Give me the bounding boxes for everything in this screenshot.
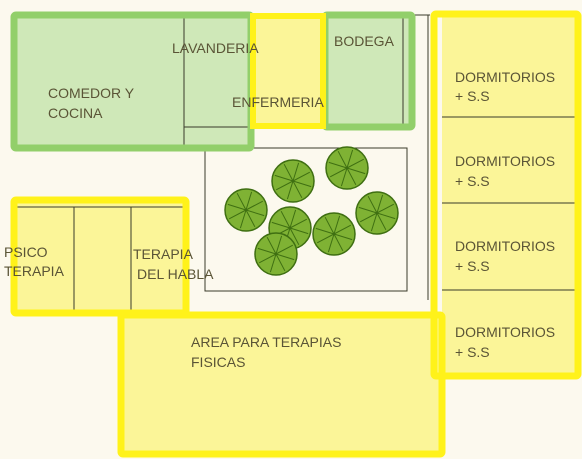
- dormitorio-1-label-1: DORMITORIOS: [455, 69, 555, 85]
- lavanderia-border: [250, 13, 326, 129]
- psico-label-2: TERAPIA: [4, 263, 65, 279]
- tree-icon: [254, 232, 298, 276]
- lavanderia-fill: [253, 16, 323, 126]
- comedor-lavanderia-fill: [14, 15, 251, 148]
- patio-trees: [224, 146, 399, 276]
- terapias-fisicas-label-2: FISICAS: [191, 354, 245, 370]
- dormitorios-fill: [442, 16, 578, 376]
- dormitorio-4-label-2: + S.S: [455, 344, 490, 360]
- bodega-fill: [325, 15, 412, 127]
- tree-icon: [355, 191, 399, 235]
- comedor-label-2: COCINA: [48, 105, 103, 121]
- dormitorio-1-label-2: + S.S: [455, 88, 490, 104]
- patio-outline: [204, 147, 408, 292]
- terapia-habla-label-2: DEL HABLA: [137, 266, 214, 282]
- bodega-label: BODEGA: [334, 33, 395, 49]
- dormitorio-4-label-1: DORMITORIOS: [455, 324, 555, 340]
- dormitorio-2-label-1: DORMITORIOS: [455, 153, 555, 169]
- dormitorio-2-label-2: + S.S: [455, 173, 490, 189]
- tree-icon: [224, 188, 268, 232]
- lavanderia-label: LAVANDERIA: [172, 40, 259, 56]
- dormitorio-3-label-2: + S.S: [455, 258, 490, 274]
- terapias-fisicas-label-1: AREA PARA TERAPIAS: [191, 334, 341, 350]
- terapia-habla-label-1: TERAPIA: [133, 246, 194, 262]
- terapias-fisicas-border: [117, 311, 446, 458]
- dormitorios-border: [430, 10, 582, 380]
- enfermeria-label: ENFERMERIA: [232, 94, 324, 110]
- dormitorio-3-label-1: DORMITORIOS: [455, 238, 555, 254]
- tree-icon: [271, 159, 315, 203]
- terapias-left-border: [10, 196, 190, 317]
- tree-icon: [325, 146, 369, 190]
- psico-label-1: PSICO: [4, 244, 48, 260]
- tree-icon: [312, 212, 356, 256]
- terapias-left-fill: [16, 203, 184, 311]
- terapias-fisicas-fill: [123, 316, 441, 452]
- comedor-label-1: COMEDOR Y: [48, 85, 135, 101]
